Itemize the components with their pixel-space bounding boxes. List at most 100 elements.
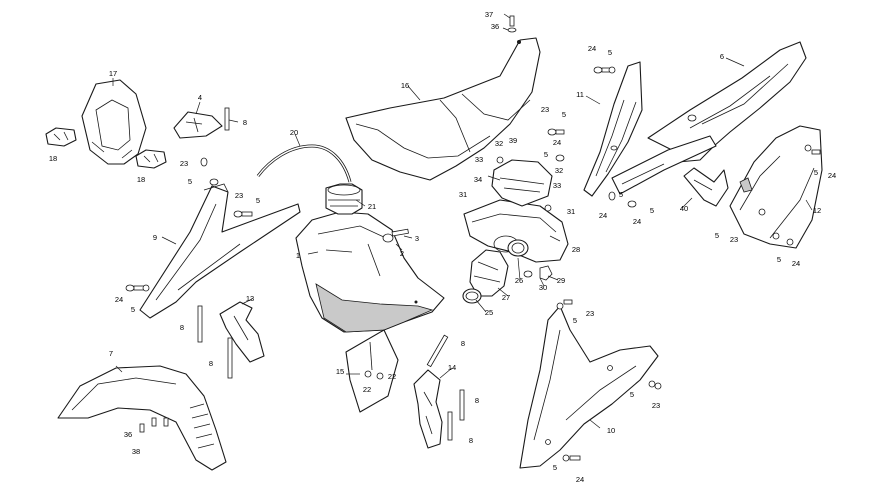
callout-23-d: 23 xyxy=(730,235,738,244)
callout-37: 37 xyxy=(485,10,493,19)
callout-7: 7 xyxy=(109,349,113,358)
intake-boot xyxy=(469,249,509,297)
seat xyxy=(345,37,541,181)
radiator-shroud-right xyxy=(519,305,659,469)
cable-tie xyxy=(197,305,203,343)
callout-28: 28 xyxy=(572,245,580,254)
callout-4: 4 xyxy=(198,93,202,102)
callout-31-a: 31 xyxy=(459,190,467,199)
callout-5-j: 5 xyxy=(715,231,719,240)
callout-30: 30 xyxy=(539,283,547,292)
callout-23-f: 23 xyxy=(652,401,660,410)
callout-12: 12 xyxy=(813,206,821,215)
bolts xyxy=(125,66,821,462)
callout-26: 26 xyxy=(515,276,523,285)
intake-clamp xyxy=(507,239,529,257)
cable-tie xyxy=(224,107,230,131)
drain-cap xyxy=(523,270,533,278)
callout-8-e: 8 xyxy=(475,396,479,405)
callout-9: 9 xyxy=(153,233,157,242)
callout-3: 3 xyxy=(415,234,419,243)
callout-5-k: 5 xyxy=(777,255,781,264)
side-number-plate xyxy=(729,125,823,249)
callout-34: 34 xyxy=(474,175,482,184)
callout-24-d: 24 xyxy=(599,211,607,220)
callout-38: 38 xyxy=(132,447,140,456)
callout-33-b: 33 xyxy=(553,181,561,190)
callout-24-h: 24 xyxy=(576,475,584,484)
cable-tie xyxy=(227,337,233,379)
fuel-cap xyxy=(325,183,363,215)
callout-1: 1 xyxy=(296,251,300,260)
callout-5-c: 5 xyxy=(131,305,135,314)
callout-8-a: 8 xyxy=(243,118,247,127)
callout-40: 40 xyxy=(680,204,688,213)
tail-bracket xyxy=(611,135,717,195)
cable-tie xyxy=(426,334,449,368)
callout-22-b: 22 xyxy=(388,372,396,381)
callout-24-g: 24 xyxy=(792,259,800,268)
callout-24-a: 24 xyxy=(115,295,123,304)
callout-5-g: 5 xyxy=(619,190,623,199)
callout-18-left: 18 xyxy=(49,154,57,163)
callout-5-l: 5 xyxy=(573,316,577,325)
air-filter-element xyxy=(491,159,553,207)
cable-guide xyxy=(413,369,443,449)
callout-20: 20 xyxy=(290,128,298,137)
callout-21: 21 xyxy=(368,202,376,211)
headlight-bracket xyxy=(219,301,265,363)
callout-32-a: 32 xyxy=(495,139,503,148)
callout-5-e: 5 xyxy=(562,110,566,119)
number-plate-bracket xyxy=(173,111,223,139)
callout-33-a: 33 xyxy=(475,155,483,164)
callout-14: 14 xyxy=(448,363,456,372)
callout-13: 13 xyxy=(246,294,254,303)
callout-23-e: 23 xyxy=(586,309,594,318)
callout-23-b: 23 xyxy=(235,191,243,200)
cable-tie xyxy=(447,411,453,441)
callout-8-d: 8 xyxy=(461,339,465,348)
seat-screw xyxy=(507,15,517,33)
leader-lines xyxy=(112,13,813,429)
callout-22-a: 22 xyxy=(363,385,371,394)
breather-hose xyxy=(256,144,352,183)
callout-17: 17 xyxy=(109,69,117,78)
fender-screws xyxy=(139,417,169,433)
callout-24-c: 24 xyxy=(553,138,561,147)
callout-15: 15 xyxy=(336,367,344,376)
callout-labels: 17 18 18 4 8 20 23 5 23 5 9 24 5 1 21 2 … xyxy=(49,10,836,484)
headlight-clamp-left xyxy=(45,127,77,147)
callout-16: 16 xyxy=(401,81,409,90)
callout-24-f: 24 xyxy=(828,171,836,180)
callout-5-m: 5 xyxy=(630,390,634,399)
callout-5-i: 5 xyxy=(814,168,818,177)
callout-8-b: 8 xyxy=(180,323,184,332)
callout-36-a: 36 xyxy=(491,22,499,31)
callout-23-a: 23 xyxy=(180,159,188,168)
callout-31-b: 31 xyxy=(567,207,575,216)
radiator-scoop-left xyxy=(139,183,301,319)
rubber-plug xyxy=(539,265,553,281)
callout-24-b: 24 xyxy=(588,44,596,53)
headlight-clamp-right xyxy=(135,149,167,169)
front-fender xyxy=(57,365,227,471)
headlight-mask xyxy=(81,79,147,165)
callout-27: 27 xyxy=(502,293,510,302)
callout-25: 25 xyxy=(485,308,493,317)
callout-5-f: 5 xyxy=(544,150,548,159)
callout-5-d: 5 xyxy=(608,48,612,57)
fender-vents xyxy=(189,403,215,449)
side-panel-left-rear xyxy=(583,61,643,197)
callout-24-e: 24 xyxy=(633,217,641,226)
cable-tie xyxy=(459,389,465,421)
callout-5-a: 5 xyxy=(188,177,192,186)
callout-6: 6 xyxy=(720,52,724,61)
callout-5-h: 5 xyxy=(650,206,654,215)
callout-18-right: 18 xyxy=(137,175,145,184)
tank-valve-panel xyxy=(345,329,399,413)
hose-clamp xyxy=(462,288,482,304)
callout-29: 29 xyxy=(557,276,565,285)
callout-23-c: 23 xyxy=(541,105,549,114)
